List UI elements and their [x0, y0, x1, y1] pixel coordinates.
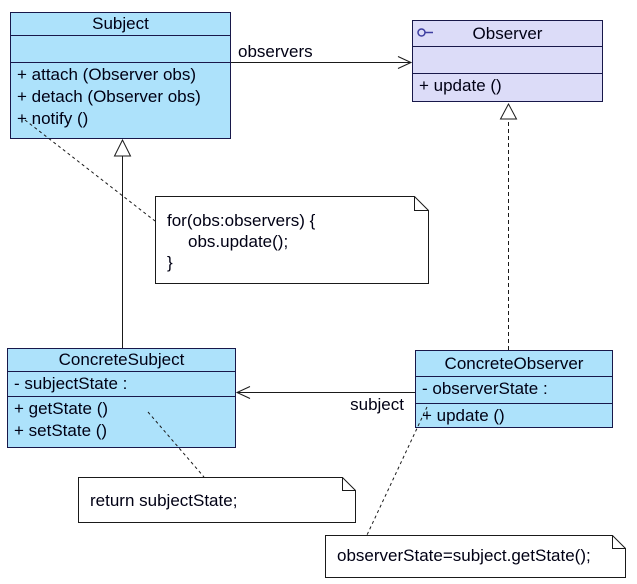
class-concrete-subject[interactable]: ConcreteSubject - subjectState : + getSt…	[7, 348, 236, 448]
note-line: obs.update();	[188, 232, 289, 251]
association-label-subject: subject	[350, 395, 404, 414]
method-detach: + detach (Observer obs)	[17, 87, 201, 106]
class-concrete-subject-title: ConcreteSubject	[58, 350, 185, 369]
method-update: + update ()	[419, 76, 502, 95]
class-concrete-subject-methods: + getState () + setState ()	[8, 396, 235, 447]
note-line: }	[167, 253, 173, 272]
class-observer-methods: + update ()	[413, 73, 602, 101]
attribute-observer-state: - observerState :	[422, 379, 548, 398]
note-for-loop-shape[interactable]	[155, 196, 429, 284]
note-for-loop[interactable]: for(obs:observers) { obs.update(); }	[167, 210, 315, 273]
class-subject-title: Subject	[92, 14, 149, 33]
note-return-state[interactable]: return subjectState;	[90, 491, 238, 510]
class-concrete-observer-title: ConcreteObserver	[444, 353, 584, 373]
note-fold-icon	[414, 196, 429, 211]
class-concrete-observer-attributes: - observerState :	[416, 376, 612, 403]
class-concrete-observer-methods: + update ()	[416, 403, 612, 427]
note-update-body[interactable]: observerState=subject.getState();	[337, 546, 591, 565]
note-update-body-shape[interactable]	[325, 535, 626, 578]
association-label-observers: observers	[238, 42, 313, 61]
note-return-state-shape[interactable]	[78, 477, 356, 523]
note-line: for(obs:observers) {	[167, 211, 316, 230]
note-fold-icon	[342, 477, 356, 491]
method-update: + update ()	[422, 406, 505, 425]
method-get-state: + getState ()	[14, 399, 109, 418]
class-observer-title: Observer	[472, 23, 543, 43]
class-subject-attributes	[11, 35, 230, 62]
class-concrete-subject-attributes: - subjectState :	[8, 371, 235, 396]
class-subject[interactable]: Subject + attach (Observer obs) + detach…	[10, 12, 231, 139]
method-attach: + attach (Observer obs)	[17, 65, 197, 84]
method-notify: + notify ()	[17, 109, 89, 128]
attribute-subject-state: - subjectState :	[14, 374, 128, 393]
class-observer[interactable]: Observer + update ()	[412, 20, 603, 102]
class-subject-methods: + attach (Observer obs) + detach (Observ…	[11, 62, 230, 138]
class-concrete-observer[interactable]: ConcreteObserver - observerState : + upd…	[415, 350, 613, 428]
method-set-state: + setState ()	[14, 421, 108, 440]
note-fold-icon	[612, 535, 626, 549]
class-observer-attributes	[413, 46, 602, 73]
